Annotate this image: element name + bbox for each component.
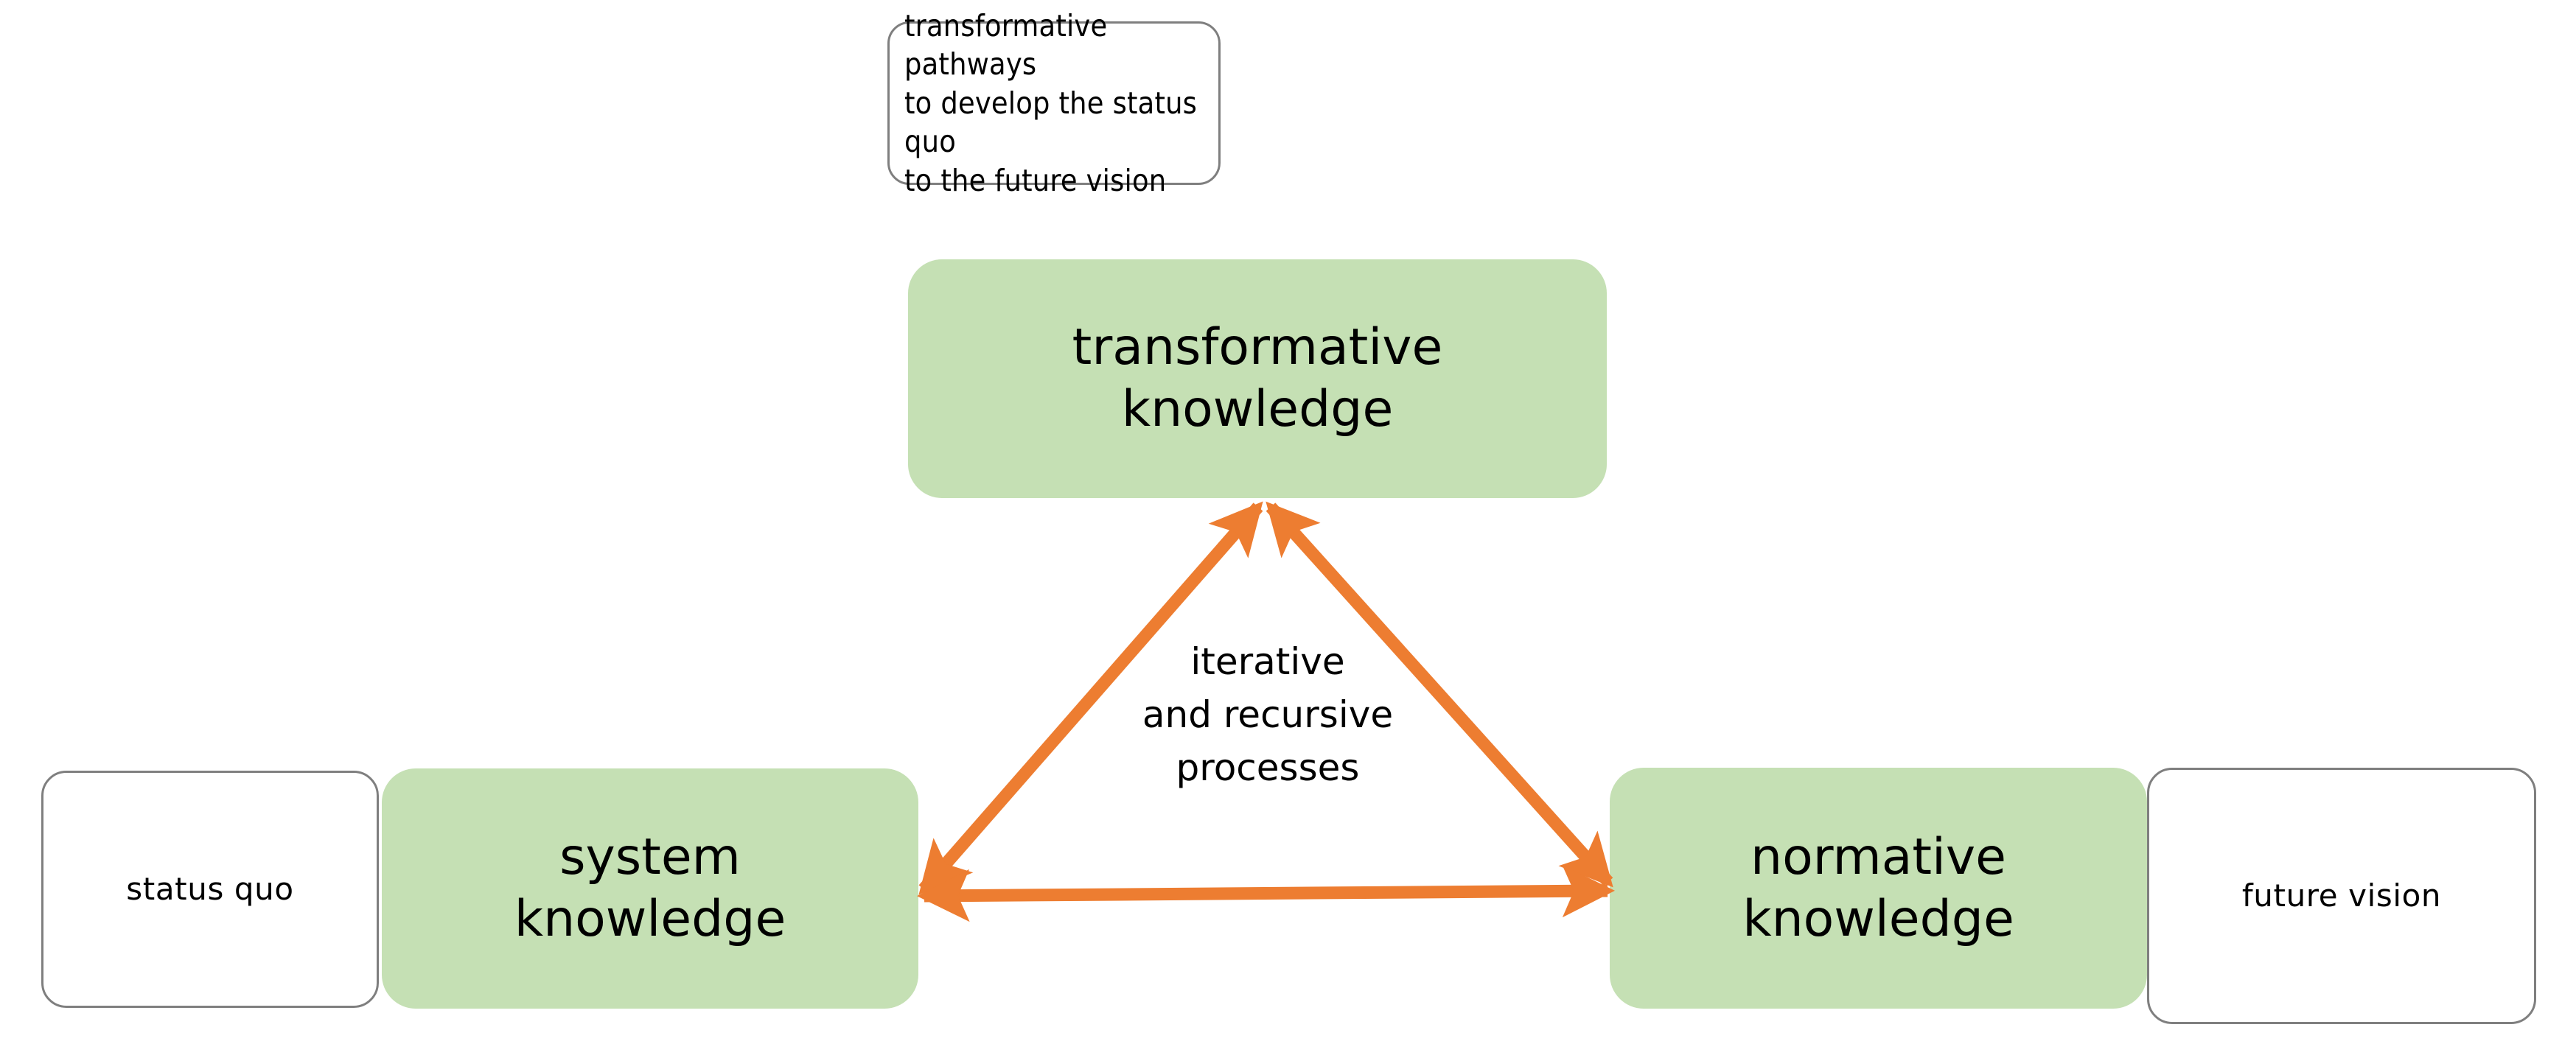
annotation-future-vision: future vision: [2147, 768, 2536, 1024]
node-transformative-knowledge-label: transformative knowledge: [1072, 318, 1443, 438]
node-normative-knowledge[interactable]: normative knowledge: [1610, 768, 2147, 1009]
annotation-status-quo: status quo: [41, 771, 379, 1008]
callout-transformative-pathways: transformative pathways to develop the s…: [887, 8, 1221, 198]
node-system-knowledge-label: system knowledge: [514, 828, 786, 948]
node-system-knowledge[interactable]: system knowledge: [382, 768, 918, 1009]
node-transformative-knowledge[interactable]: transformative knowledge: [908, 259, 1607, 498]
annotation-future-vision-label: future vision: [2241, 877, 2442, 914]
node-normative-knowledge-label: normative knowledge: [1742, 827, 2014, 948]
annotation-iterative-processes: iterative and recursive processes: [1142, 640, 1394, 789]
annotation-status-quo-label: status quo: [126, 871, 294, 908]
callout-text: transformative pathways to develop the s…: [904, 7, 1198, 198]
arrow-system-to-normative: [917, 864, 1615, 922]
